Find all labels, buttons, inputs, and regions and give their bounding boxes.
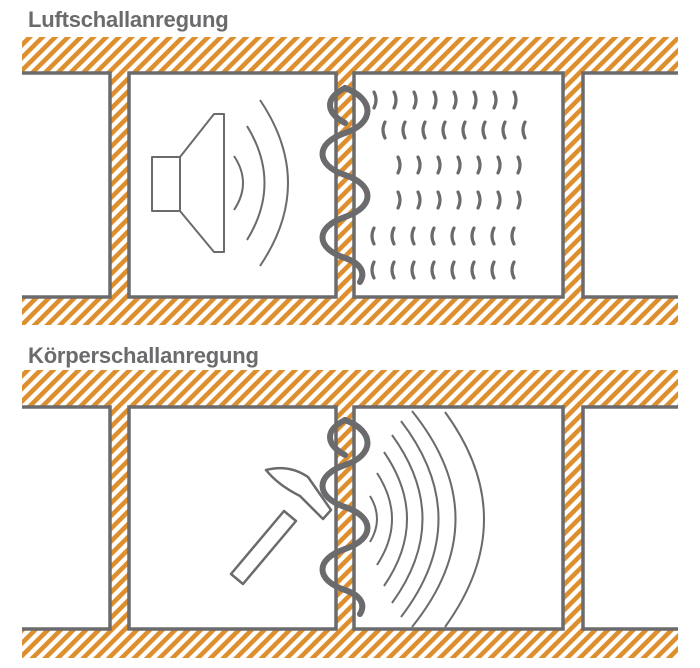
scatter-wave-mark — [470, 260, 476, 280]
hammer-handle — [229, 509, 298, 586]
right-wall — [563, 72, 583, 298]
scatter-wave-mark — [421, 120, 427, 140]
sound-wave-arc — [259, 99, 289, 267]
hammer-icon — [229, 466, 333, 586]
scatter-wave-mark — [432, 90, 438, 110]
scatter-wave-mark — [416, 190, 422, 210]
sound-wave-arc — [369, 495, 378, 543]
panel-airborne — [22, 37, 678, 325]
scatter-wave-mark — [501, 120, 507, 140]
scatter-wave-mark — [390, 260, 396, 280]
sound-wave-arc — [383, 451, 408, 587]
wall-vibration-helix-bottom — [319, 417, 371, 617]
scatter-wave-mark — [410, 260, 416, 280]
scatter-wave-mark — [472, 90, 478, 110]
sound-wave-arc — [400, 420, 440, 618]
scatter-wave-mark — [401, 120, 407, 140]
scatter-wave-mark — [496, 155, 502, 175]
scatter-wave-mark — [412, 90, 418, 110]
outer-room-left-outline — [22, 405, 112, 631]
room-outlines-bottom — [22, 405, 678, 631]
scatter-wave-mark — [510, 226, 516, 246]
scatter-wave-mark — [396, 155, 402, 175]
scatter-wave-mark — [490, 260, 496, 280]
scatter-wave-mark — [496, 190, 502, 210]
source-room-outline — [127, 71, 338, 299]
scatter-wave-mark — [430, 260, 436, 280]
scatter-wave-mark — [392, 90, 398, 110]
outer-room-left-outline — [22, 71, 112, 299]
scatter-wave-mark — [441, 120, 447, 140]
room-outlines-top — [22, 71, 678, 299]
sound-wave-arc — [444, 411, 485, 628]
scatter-wave-mark — [370, 226, 376, 246]
scatter-wave-mark — [470, 226, 476, 246]
scatter-wave-mark — [456, 155, 462, 175]
scatter-wave-mark — [521, 120, 527, 140]
radiated-sound-waves — [369, 410, 485, 628]
outer-room-right-outline — [581, 405, 678, 631]
panel-title-structure-borne: Körperschallanregung — [28, 343, 259, 368]
scatter-wave-mark — [516, 155, 522, 175]
right-wall — [563, 406, 583, 630]
sound-wave-arc — [246, 125, 266, 241]
scatter-wave-mark — [510, 260, 516, 280]
scatter-wave-mark — [512, 90, 518, 110]
hammer-head — [264, 466, 333, 521]
scatter-wave-mark — [416, 155, 422, 175]
scattered-sound-field — [370, 90, 527, 280]
panel-title-airborne: Luftschallanregung — [28, 7, 229, 32]
panel-structure-borne — [22, 370, 678, 658]
scatter-wave-mark — [492, 90, 498, 110]
ceiling-slab — [22, 370, 678, 407]
scatter-wave-mark — [490, 226, 496, 246]
outer-room-right-outline — [581, 71, 678, 299]
receiving-room-outline — [352, 71, 565, 299]
floor-slab — [22, 629, 678, 658]
sound-wave-arc — [233, 155, 244, 211]
scatter-wave-mark — [516, 190, 522, 210]
scatter-wave-mark — [461, 120, 467, 140]
scatter-wave-mark — [410, 226, 416, 246]
scatter-wave-mark — [481, 120, 487, 140]
scatter-wave-mark — [476, 155, 482, 175]
left-wall — [110, 72, 129, 298]
receiving-room-outline — [352, 405, 565, 631]
scatter-wave-mark — [450, 226, 456, 246]
scatter-wave-mark — [450, 260, 456, 280]
sound-wave-arc — [391, 434, 424, 604]
scatter-wave-mark — [436, 190, 442, 210]
sound-wave-arc — [376, 472, 393, 566]
scatter-wave-mark — [370, 260, 376, 280]
scatter-wave-mark — [456, 190, 462, 210]
loudspeaker-icon — [151, 113, 225, 253]
building-structure-bottom — [22, 370, 678, 658]
scatter-wave-mark — [396, 190, 402, 210]
sound-wave-arc — [411, 410, 457, 628]
scatter-wave-mark — [436, 155, 442, 175]
left-wall — [110, 406, 129, 630]
source-room-outline — [127, 405, 338, 631]
wall-vibration-helix-top — [319, 85, 371, 285]
floor-slab — [22, 297, 678, 325]
building-structure-top — [22, 37, 678, 325]
scatter-wave-mark — [390, 226, 396, 246]
scatter-wave-mark — [381, 120, 387, 140]
scatter-wave-mark — [452, 90, 458, 110]
airborne-sound-waves — [233, 99, 289, 267]
ceiling-slab — [22, 37, 678, 73]
scatter-wave-mark — [476, 190, 482, 210]
scatter-wave-mark — [372, 90, 378, 110]
scatter-wave-mark — [430, 226, 436, 246]
separating-wall — [336, 406, 354, 630]
separating-wall — [336, 72, 354, 298]
